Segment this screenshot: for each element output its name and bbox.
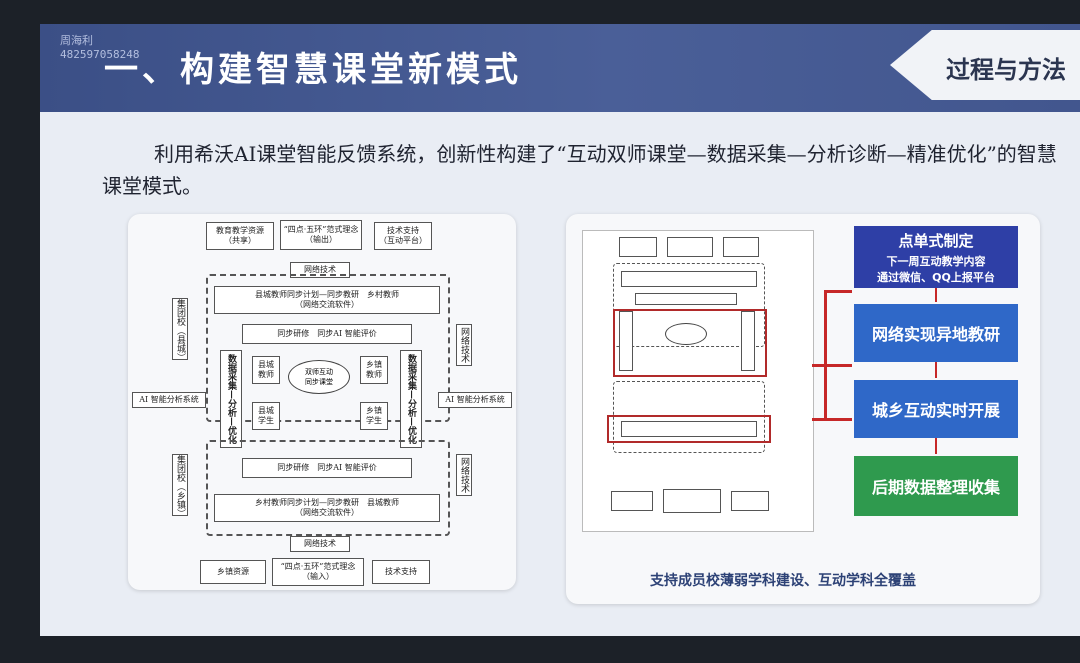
network-box-bottom: 网络技术 — [290, 536, 350, 552]
data-column-right: 数据采集—分析—优化 — [400, 350, 422, 448]
slide: 周海利 482597058248 一、构建智慧课堂新模式 过程与方法 利用希沃A… — [40, 24, 1080, 636]
mini-top-box-1 — [619, 237, 657, 257]
tech-box-bottom: 技术支持 — [372, 560, 430, 584]
sync-box-bottom: 同步研修 同步AI 智能评价 — [242, 458, 412, 478]
mini-sync-box — [635, 293, 737, 305]
section-tag: 过程与方法 — [890, 30, 1080, 100]
mini-data-left — [619, 311, 633, 371]
ai-system-left: AI 智能分析系统 — [132, 392, 206, 408]
step-1-sub2: 通过微信、QQ上报平台 — [877, 270, 995, 284]
county-student-box: 县城 学生 — [252, 402, 280, 430]
mini-bottom-box-1 — [611, 491, 653, 511]
step-4-title: 后期数据整理收集 — [871, 478, 1000, 497]
network-right-bottom: 网络技术 — [456, 454, 472, 496]
watermark: 周海利 482597058248 — [60, 34, 139, 62]
mini-top-box-3 — [723, 237, 759, 257]
town-teacher-box: 乡镇 教师 — [360, 356, 388, 384]
connector-to-step1 — [824, 290, 852, 293]
step-remote-research: 网络实现异地教研 — [854, 304, 1018, 362]
town-student-box: 乡镇 学生 — [360, 402, 388, 430]
arrow-2-3 — [935, 362, 937, 378]
network-right-top: 网络技术 — [456, 324, 472, 366]
data-column-left: 数据采集—分析—优化 — [220, 350, 242, 448]
arrow-1-2 — [935, 288, 937, 302]
ai-system-right: AI 智能分析系统 — [438, 392, 512, 408]
mini-bottom-box-2 — [663, 489, 721, 513]
mini-diagram — [582, 230, 814, 532]
concept-box-bottom: “四点·五环”范式理念 （输入） — [272, 558, 364, 586]
group-school-town: 集团校（乡镇） — [172, 454, 188, 518]
lower-dashed-frame — [206, 440, 450, 536]
resource-box: 教育教学资源 （共享） — [206, 222, 274, 250]
dual-teacher-ellipse: 双师互动 同步课堂 — [288, 360, 350, 394]
county-teacher-box: 县城 教师 — [252, 356, 280, 384]
tech-box-top: 技术支持 （互动平台） — [374, 222, 432, 250]
intro-paragraph: 利用希沃AI课堂智能反馈系统，创新性构建了“互动双师课堂—数据采集—分析诊断—精… — [102, 142, 1057, 198]
mini-plan-box — [621, 271, 757, 287]
mini-top-box-2 — [667, 237, 713, 257]
step-order-box: 点单式制定 下一周互动教学内容 通过微信、QQ上报平台 — [854, 226, 1018, 288]
mini-bottom-box-3 — [731, 491, 769, 511]
step-2-title: 网络实现异地教研 — [871, 325, 1000, 344]
mini-lower-frame — [613, 381, 765, 453]
arrow-3-4 — [935, 438, 937, 454]
highlight-center — [613, 309, 767, 377]
step-data-collection: 后期数据整理收集 — [854, 456, 1018, 516]
upper-dashed-frame — [206, 274, 450, 422]
mini-center-ellipse — [665, 323, 707, 345]
connector-to-step3 — [812, 418, 852, 421]
step-realtime-interaction: 城乡互动实时开展 — [854, 380, 1018, 438]
step-3-title: 城乡互动实时开展 — [871, 401, 1000, 420]
step-1-title: 点单式制定 — [898, 231, 974, 250]
county-plan-box: 县城教师同步计划—同步教研 乡村教师 （网络交流软件） — [214, 286, 440, 314]
title-banner: 周海利 482597058248 一、构建智慧课堂新模式 过程与方法 — [40, 24, 1080, 112]
group-school-county: 集团校（县城） — [172, 298, 188, 362]
sync-box-top: 同步研修 同步AI 智能评价 — [242, 324, 412, 344]
highlight-bottom — [607, 415, 771, 443]
concept-box-top: “四点·五环”范式理念 （输出） — [280, 220, 362, 250]
watermark-id: 482597058248 — [60, 48, 140, 61]
left-diagram-card: 教育教学资源 （共享） “四点·五环”范式理念 （输出） 技术支持 （互动平台）… — [128, 214, 516, 590]
caption: 支持成员校薄弱学科建设、互动学科全覆盖 — [650, 573, 916, 589]
watermark-name: 周海利 — [60, 34, 93, 47]
step-1-sub1: 下一周互动教学内容 — [886, 254, 986, 268]
town-resource-box: 乡镇资源 — [200, 560, 266, 584]
slide-title: 一、构建智慧课堂新模式 — [104, 50, 522, 90]
section-tag-label: 过程与方法 — [946, 56, 1066, 84]
mini-plan-box-bottom — [621, 421, 757, 437]
village-plan-box: 乡村教师同步计划—同步教研 县城教师 （网络交流软件） — [214, 494, 440, 522]
connector-to-step2 — [812, 364, 852, 367]
mini-upper-frame — [613, 263, 765, 347]
connector-main — [824, 290, 827, 420]
mini-data-right — [741, 311, 755, 371]
